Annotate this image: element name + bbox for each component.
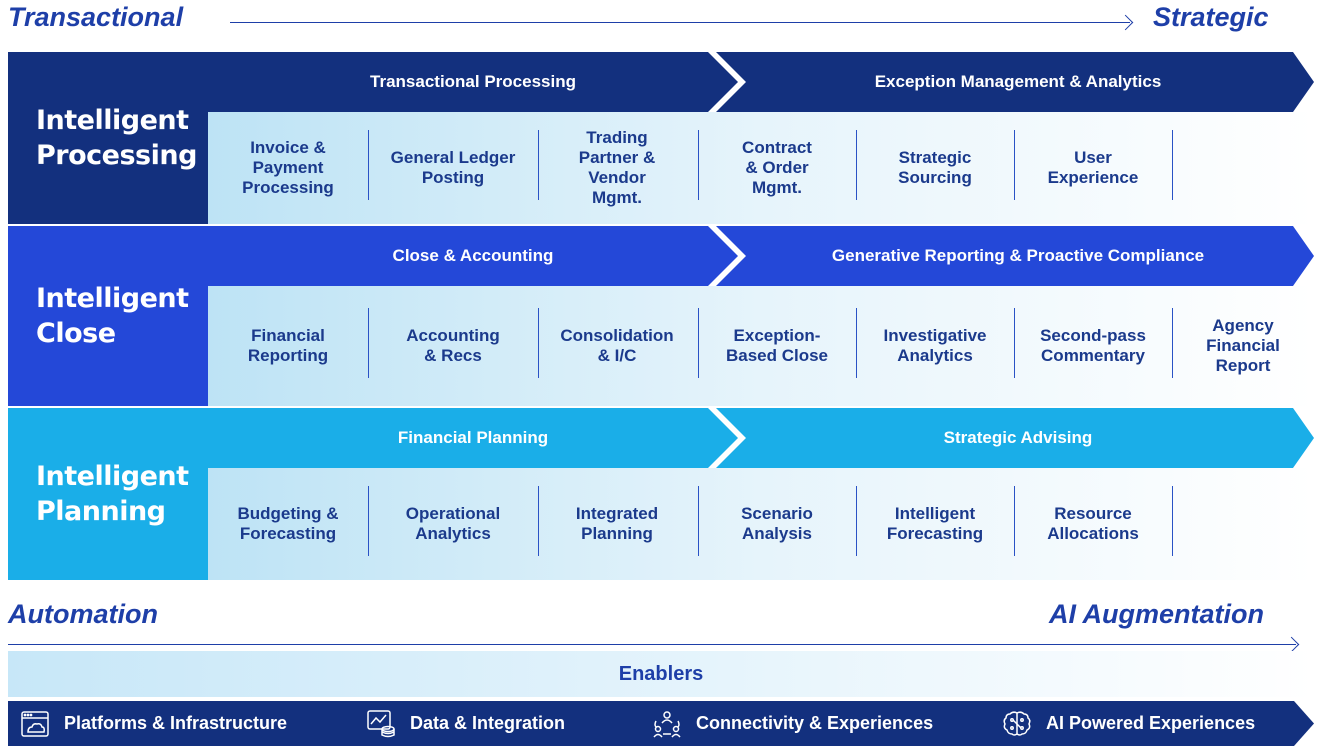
band-transactional-processing: Transactional Processing <box>370 72 576 91</box>
enabler-label: AI Powered Experiences <box>1046 713 1256 733</box>
data-integration-icon <box>366 709 396 739</box>
item-contract-order: Contract & Order Mgmt. <box>742 138 812 197</box>
bottom-axis-arrow-icon <box>1283 636 1300 653</box>
enablers-bar: Platforms & Infrastructure Data & Integr… <box>8 701 1314 746</box>
enabler-label: Platforms & Infrastructure <box>64 713 288 733</box>
enabler-label: Connectivity & Experiences <box>696 713 934 733</box>
enabler-ai-powered: AI Powered Experiences <box>1002 701 1255 746</box>
item-integrated-planning: Integrated Planning <box>575 504 659 543</box>
items-area: Invoice & Payment Processing General Led… <box>208 112 1314 224</box>
item-exception-based-close: Exception- Based Close <box>725 326 829 365</box>
enabler-connectivity: Connectivity & Experiences <box>652 701 933 746</box>
item-scenario-analysis: Scenario Analysis <box>741 504 813 543</box>
item-second-pass-commentary: Second-pass Commentary <box>1040 326 1146 365</box>
band-close-accounting: Close & Accounting <box>392 246 554 265</box>
band-financial-planning: Financial Planning <box>397 428 549 447</box>
band-chevrons <box>208 52 1314 112</box>
item-operational-analytics: Operational Analytics <box>405 504 501 543</box>
category-band: Financial Planning Strategic Advising <box>208 408 1314 468</box>
item-consolidation: Consolidation & I/C <box>560 326 674 365</box>
band-generative-reporting: Generative Reporting & Proactive Complia… <box>831 246 1205 265</box>
category-band: Transactional Processing Exception Manag… <box>208 52 1314 112</box>
ai-brain-icon <box>1002 709 1032 739</box>
axis-automation-label: Automation <box>8 599 158 629</box>
item-investigative-analytics: Investigative Analytics <box>883 326 987 365</box>
enabler-data-integration: Data & Integration <box>366 701 565 746</box>
item-accounting-recs: Accounting & Recs <box>406 326 500 365</box>
item-general-ledger: General Ledger Posting <box>390 148 516 187</box>
axis-ai-augmentation-label: AI Augmentation <box>1049 599 1264 629</box>
band-exception-management: Exception Management & Analytics <box>874 72 1162 91</box>
item-strategic-sourcing: Strategic Sourcing <box>898 148 972 187</box>
item-budgeting-forecasting: Budgeting & Forecasting <box>237 504 339 543</box>
item-invoice-payment: Invoice & Payment Processing <box>242 138 334 197</box>
axis-transactional-label: Transactional <box>8 2 184 32</box>
top-axis-arrow-icon <box>1117 14 1134 31</box>
enabler-label: Data & Integration <box>410 713 566 733</box>
platform-icon <box>20 709 50 739</box>
category-band: Close & Accounting Generative Reporting … <box>208 226 1314 286</box>
items-area: Financial Reporting Accounting & Recs Co… <box>208 286 1314 406</box>
connectivity-icon <box>652 709 682 739</box>
bottom-axis-line <box>8 644 1296 645</box>
enablers-title: Enablers <box>8 651 1314 697</box>
top-axis-line <box>230 22 1130 23</box>
item-trading-partner: Trading Partner & Vendor Mgmt. <box>578 128 656 207</box>
item-financial-reporting: Financial Reporting <box>247 326 329 365</box>
axis-strategic-label: Strategic <box>1153 2 1269 32</box>
items-area: Budgeting & Forecasting Operational Anal… <box>208 468 1314 580</box>
item-user-experience: User Experience <box>1047 148 1139 187</box>
band-chevrons <box>208 226 1314 286</box>
item-resource-allocations: Resource Allocations <box>1047 504 1139 543</box>
enabler-platforms: Platforms & Infrastructure <box>20 701 287 746</box>
item-intelligent-forecasting: Intelligent Forecasting <box>886 504 984 543</box>
item-agency-financial-report: Agency Financial Report <box>1206 316 1280 375</box>
band-strategic-advising: Strategic Advising <box>943 428 1093 447</box>
enablers-bar-shape <box>8 701 1314 746</box>
band-chevrons <box>208 408 1314 468</box>
